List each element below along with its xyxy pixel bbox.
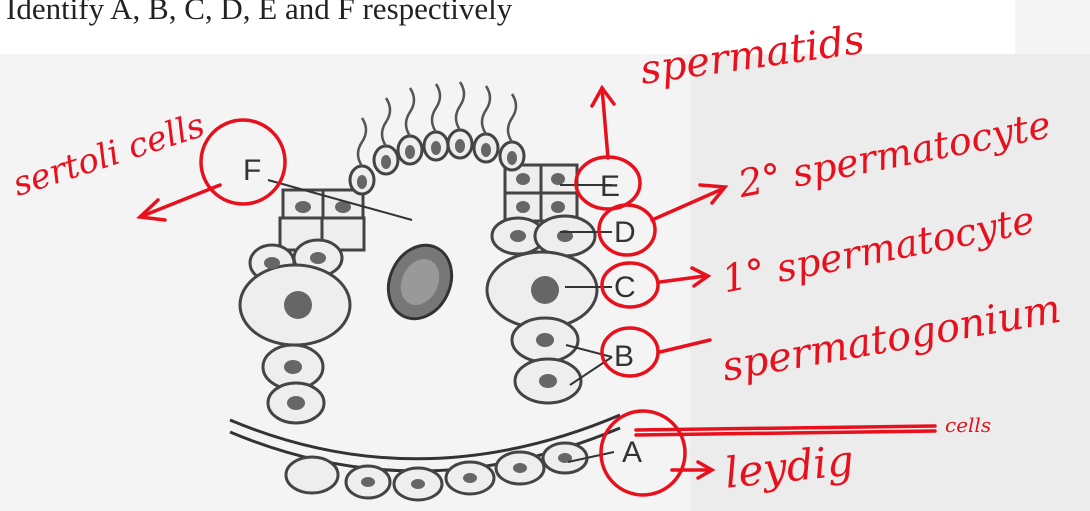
nucleus [536,333,554,347]
nucleus [284,291,312,319]
nucleus [551,201,565,213]
nucleus [463,473,477,483]
nucleus [513,463,527,473]
sperm-tail [508,94,516,142]
nucleus [310,252,326,264]
nucleus [455,139,465,153]
arrow-f [140,185,220,217]
annotation-sertoli: sertoli cells [8,105,210,204]
interstitial-cell [286,457,338,493]
sperm-tail [382,98,390,146]
nucleus [481,143,491,157]
nucleus [539,374,557,388]
annotation-leydig-suffix: cells [945,413,991,437]
nucleus [295,201,311,213]
nucleus [264,257,280,269]
annotation-spermatogonium: spermatogonium [719,286,1065,391]
sperm-tail [432,84,440,132]
nucleus [431,141,441,155]
nucleus [516,173,530,185]
annotation-primary-spermatocyte: 1° spermatocyte [718,198,1038,302]
label-b: B [614,340,634,373]
label-d: D [614,216,636,249]
nucleus [507,151,517,165]
nucleus [531,276,559,304]
nucleus [516,201,530,213]
sperm-tail [456,82,464,130]
arrow-b [660,340,710,352]
arrow-e [602,88,608,158]
nucleus [510,230,526,242]
annotation-spermatids: spermatids [637,17,867,94]
nucleus [357,175,367,189]
label-a: A [622,436,642,469]
sperm-tail [358,118,366,166]
label-c: C [614,271,636,304]
annotation-leydig: leydig [722,435,856,497]
strike-line-a [636,426,935,430]
sperm-tail [482,86,490,134]
nucleus [284,360,302,374]
sperm-tail [406,88,414,136]
arrow-d [652,190,720,220]
nucleus [551,173,565,185]
nucleus [411,479,425,489]
nucleus [381,155,391,169]
nucleus [287,396,305,410]
label-e: E [600,170,620,203]
label-f: F [243,154,261,187]
nucleus [405,145,415,159]
nucleus [361,477,375,487]
annotation-secondary-spermatocyte: 2° spermatocyte [734,102,1055,206]
